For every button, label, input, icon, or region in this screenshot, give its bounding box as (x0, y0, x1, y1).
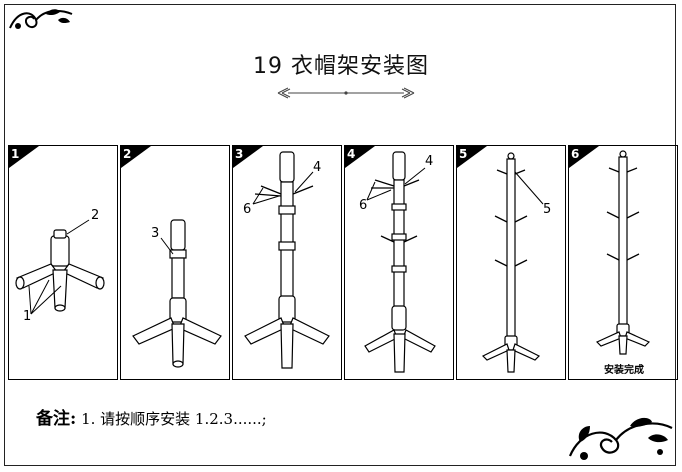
step-number-tab (121, 146, 151, 168)
step-number: 2 (123, 147, 132, 161)
step-number-tab (233, 146, 263, 168)
step-number-tab (569, 146, 599, 168)
step-number: 1 (11, 147, 20, 161)
step-4-illustration (364, 151, 436, 373)
step-3-illustration (244, 151, 330, 369)
step-number-tab (345, 146, 375, 168)
step-1-illustration (15, 219, 105, 315)
step-number-tab (9, 146, 39, 168)
step-number: 4 (347, 147, 356, 161)
step-panel-2: 2 3 (120, 145, 230, 380)
floral-ornament-bottom-right (568, 417, 673, 460)
step-number-tab (457, 146, 487, 168)
callout-label: 6 (243, 202, 252, 217)
callout-label: 6 (359, 198, 368, 213)
callout-label: 4 (313, 160, 322, 175)
callout-label: 1 (23, 309, 32, 324)
step-number: 3 (235, 147, 244, 161)
callout-label: 3 (151, 226, 160, 241)
step-2-illustration (132, 219, 222, 368)
callout-label: 4 (425, 154, 434, 169)
step-panel-1: 1 2 1 (8, 145, 118, 380)
completion-caption: 安装完成 (604, 365, 644, 376)
step-6-illustration (595, 150, 651, 355)
floral-ornament-top-left (9, 9, 73, 29)
callout-label: 2 (91, 208, 100, 223)
page-frame (4, 4, 676, 466)
step-panel-6: 6 安装完成 (568, 145, 678, 380)
step-5-illustration (481, 152, 544, 373)
page-title: 19 衣帽架安装图 (253, 54, 429, 79)
step-panel-4: 4 4 6 (344, 145, 454, 380)
footnote: 备注: 1. 请按顺序安装 1.2.3......; (36, 404, 267, 429)
step-number: 6 (571, 147, 580, 161)
footnote-text: 1. 请按顺序安装 1.2.3......; (81, 410, 267, 428)
step-panel-3: 3 4 6 (232, 145, 342, 380)
callout-label: 5 (543, 202, 552, 217)
footnote-label: 备注: (36, 409, 77, 429)
title-divider-ornament (277, 87, 415, 99)
step-panel-5: 5 5 (456, 145, 566, 380)
step-number: 5 (459, 147, 468, 161)
